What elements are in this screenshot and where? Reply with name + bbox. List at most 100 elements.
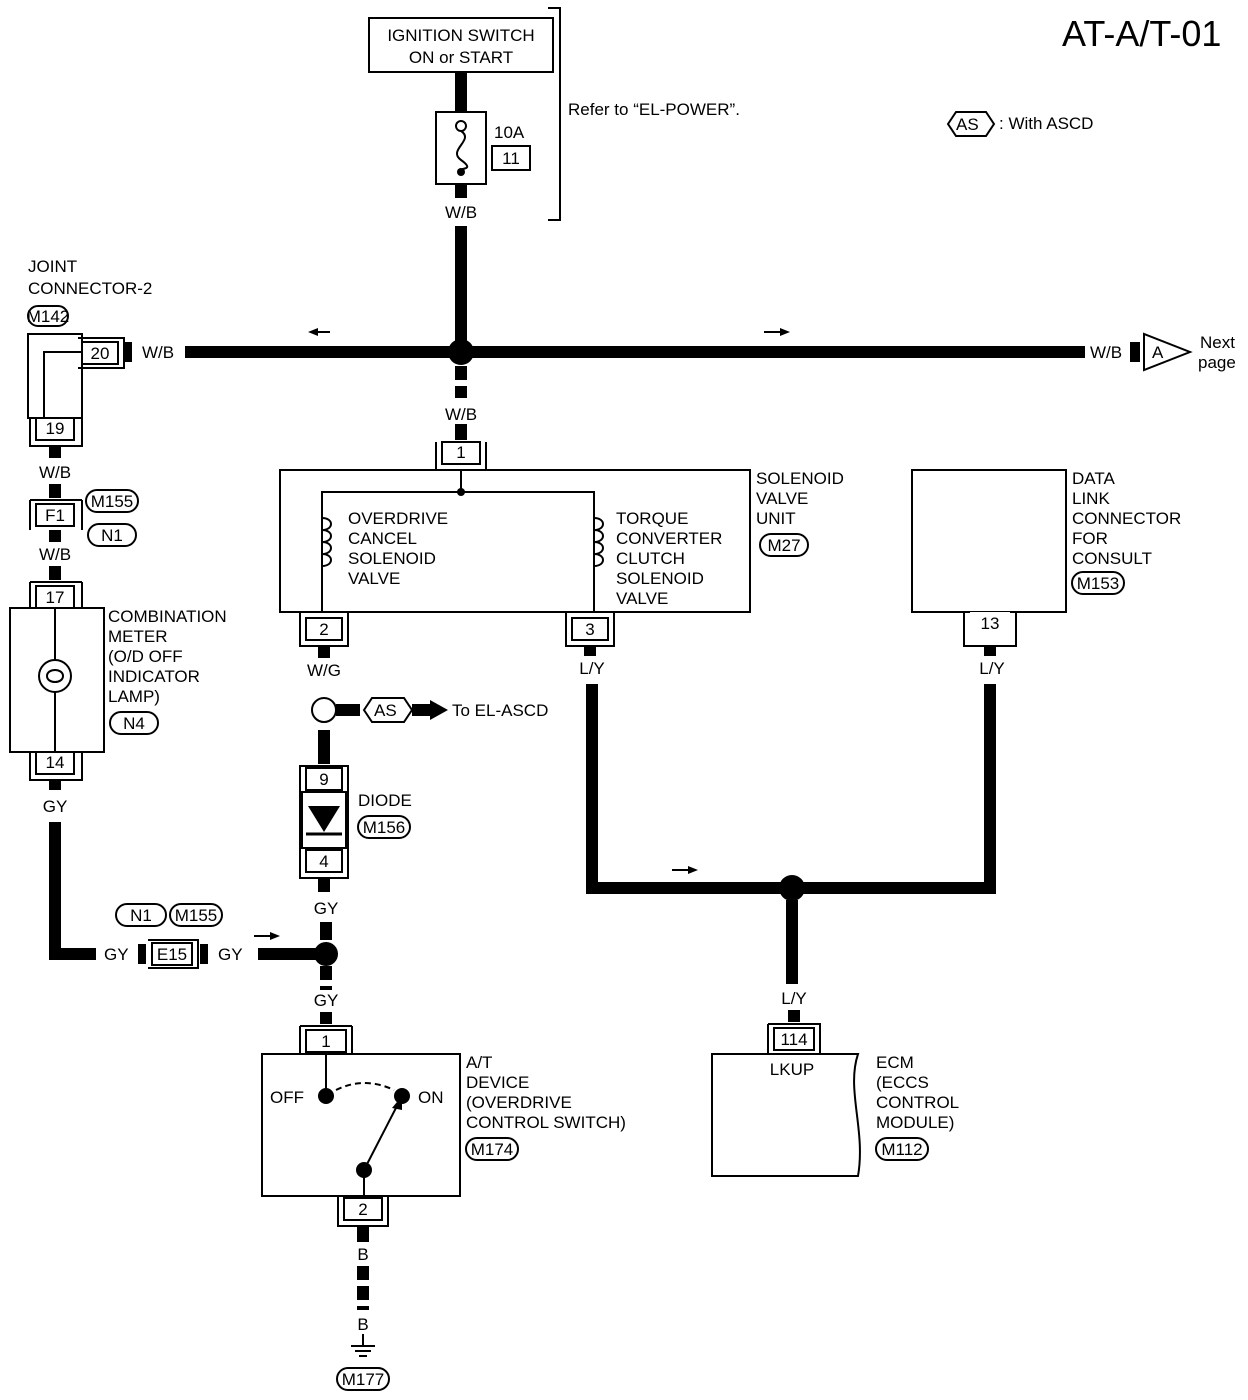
page-id: AT-A/T-01 — [1062, 13, 1221, 54]
joint-connector-line1: JOINT — [28, 257, 77, 276]
device-code: M174 — [471, 1140, 514, 1159]
e15-code1: N1 — [130, 906, 152, 925]
refer-text: Refer to “EL-POWER”. — [568, 100, 740, 119]
tcc-line5: VALVE — [616, 589, 668, 608]
wire-label-gy-4: GY — [314, 899, 339, 918]
meter-line5: LAMP) — [108, 687, 160, 706]
wire-label-wb-1: W/B — [445, 203, 477, 222]
ignition-switch-box — [368, 17, 554, 73]
arrow-right-icon — [780, 328, 790, 336]
diode-code: M156 — [363, 818, 406, 837]
next-page-line2: page — [1198, 353, 1236, 372]
dlc-line3: CONNECTOR — [1072, 509, 1181, 528]
device-pin1-box — [305, 1029, 347, 1053]
meter-pin-17: 17 — [46, 588, 65, 607]
od-cancel-line1: OVERDRIVE — [348, 509, 448, 528]
legend-text: : With ASCD — [999, 114, 1093, 133]
switch-on-label: ON — [418, 1088, 444, 1107]
device-line4: CONTROL SWITCH) — [466, 1113, 626, 1132]
joint-connector-internal — [43, 351, 82, 418]
wire-label-wb-3: W/B — [39, 545, 71, 564]
od-cancel-line3: SOLENOID — [348, 549, 436, 568]
ascd-badge: AS — [374, 701, 397, 720]
meter-pin-14: 14 — [46, 753, 65, 772]
fuse-icon — [456, 130, 469, 171]
device-pin1-frame — [299, 1025, 353, 1054]
device-line2: DEVICE — [466, 1073, 529, 1092]
f1-code1: M155 — [91, 492, 134, 511]
wire-label-gy-5: GY — [314, 991, 339, 1010]
dlc-line2: LINK — [1072, 489, 1110, 508]
ascd-text: To EL-ASCD — [452, 701, 548, 720]
ecm-line3: CONTROL — [876, 1093, 959, 1112]
diode-frame — [299, 765, 349, 879]
od-cancel-line4: VALVE — [348, 569, 400, 588]
ecm-pin-114: 114 — [780, 1030, 807, 1049]
solenoid-pin-1: 1 — [456, 443, 465, 462]
dlc-line4: FOR — [1072, 529, 1108, 548]
connector-e15-pin: E15 — [157, 945, 187, 964]
dlc-code: M153 — [1077, 574, 1120, 593]
meter-pin17-frame — [29, 581, 83, 608]
diode-pin9-box — [305, 767, 343, 791]
meter-line2: METER — [108, 627, 168, 646]
wire-label-ly-1: L/Y — [579, 659, 605, 678]
ecm-pin-box — [773, 1027, 815, 1051]
switch-travel-arc — [335, 1082, 395, 1091]
next-page-letter: A — [1152, 343, 1164, 362]
wire-label-gy-3: GY — [218, 945, 243, 964]
f1-code1-badge — [85, 489, 139, 513]
wire-label-b-1: B — [357, 1245, 368, 1264]
device-pin2-box — [343, 1197, 383, 1221]
legend-badge: AS — [956, 115, 979, 134]
e15-terminal-left — [138, 944, 146, 964]
fuse-terminal-bottom — [457, 168, 465, 176]
dlc-pin13-box — [970, 612, 1010, 634]
wire-label-wb-joint: W/B — [142, 343, 174, 362]
diode-symbol-icon — [308, 806, 340, 832]
joint-pin-20: 20 — [91, 344, 110, 363]
ecm-pin-frame — [767, 1023, 821, 1054]
ecm-code-badge — [875, 1137, 929, 1161]
meter-code: N4 — [123, 714, 145, 733]
solenoid-pin2-box — [305, 617, 343, 641]
diode-pin4-box — [305, 849, 343, 873]
solenoid-pin-3: 3 — [585, 620, 594, 639]
dlc-line5: CONSULT — [1072, 549, 1152, 568]
wire-label-ly-3: L/Y — [781, 989, 807, 1008]
arrow-left-icon — [308, 328, 318, 336]
wire-label-wb-4: W/B — [445, 405, 477, 424]
joint-connector-line2: CONNECTOR-2 — [28, 279, 152, 298]
diode-pin-9: 9 — [319, 770, 328, 789]
wire-label-wb-2: W/B — [39, 463, 71, 482]
dlc-line1: DATA — [1072, 469, 1115, 488]
meter-line4: INDICATOR — [108, 667, 200, 686]
solenoid-unit-line1: SOLENOID — [756, 469, 844, 488]
connector-f1-frame — [29, 499, 83, 530]
connector-e15-frame — [148, 939, 199, 969]
solenoid-pin-2: 2 — [319, 620, 328, 639]
indicator-lamp-icon — [38, 659, 72, 693]
solenoid-unit-line3: UNIT — [756, 509, 796, 528]
e15-code2: M155 — [175, 906, 218, 925]
device-pin-2: 2 — [358, 1200, 367, 1219]
joint-connector-code-badge — [27, 305, 69, 327]
fuse-number-box — [491, 145, 531, 171]
ecm-line2: (ECCS — [876, 1073, 929, 1092]
connector-e15-body — [151, 942, 193, 966]
meter-code-badge — [109, 711, 159, 735]
od-cancel-coil-icon — [321, 517, 332, 567]
switch-off-terminal — [318, 1088, 334, 1104]
meter-line3: (O/D OFF — [108, 647, 183, 666]
connector-f1-body — [35, 503, 75, 527]
ecm-body — [711, 1053, 861, 1177]
connector-f1-pin: F1 — [45, 506, 65, 525]
wire-label-wb-next: W/B — [1090, 343, 1122, 362]
ground-code-badge — [336, 1367, 390, 1391]
meter-line1: COMBINATION — [108, 607, 227, 626]
solenoid-unit-code-badge — [759, 533, 809, 557]
fuse-number: 11 — [502, 149, 520, 168]
as-badge-shape — [946, 111, 996, 137]
ground-code: M177 — [342, 1370, 385, 1389]
joint-connector-pin20 — [81, 341, 119, 365]
